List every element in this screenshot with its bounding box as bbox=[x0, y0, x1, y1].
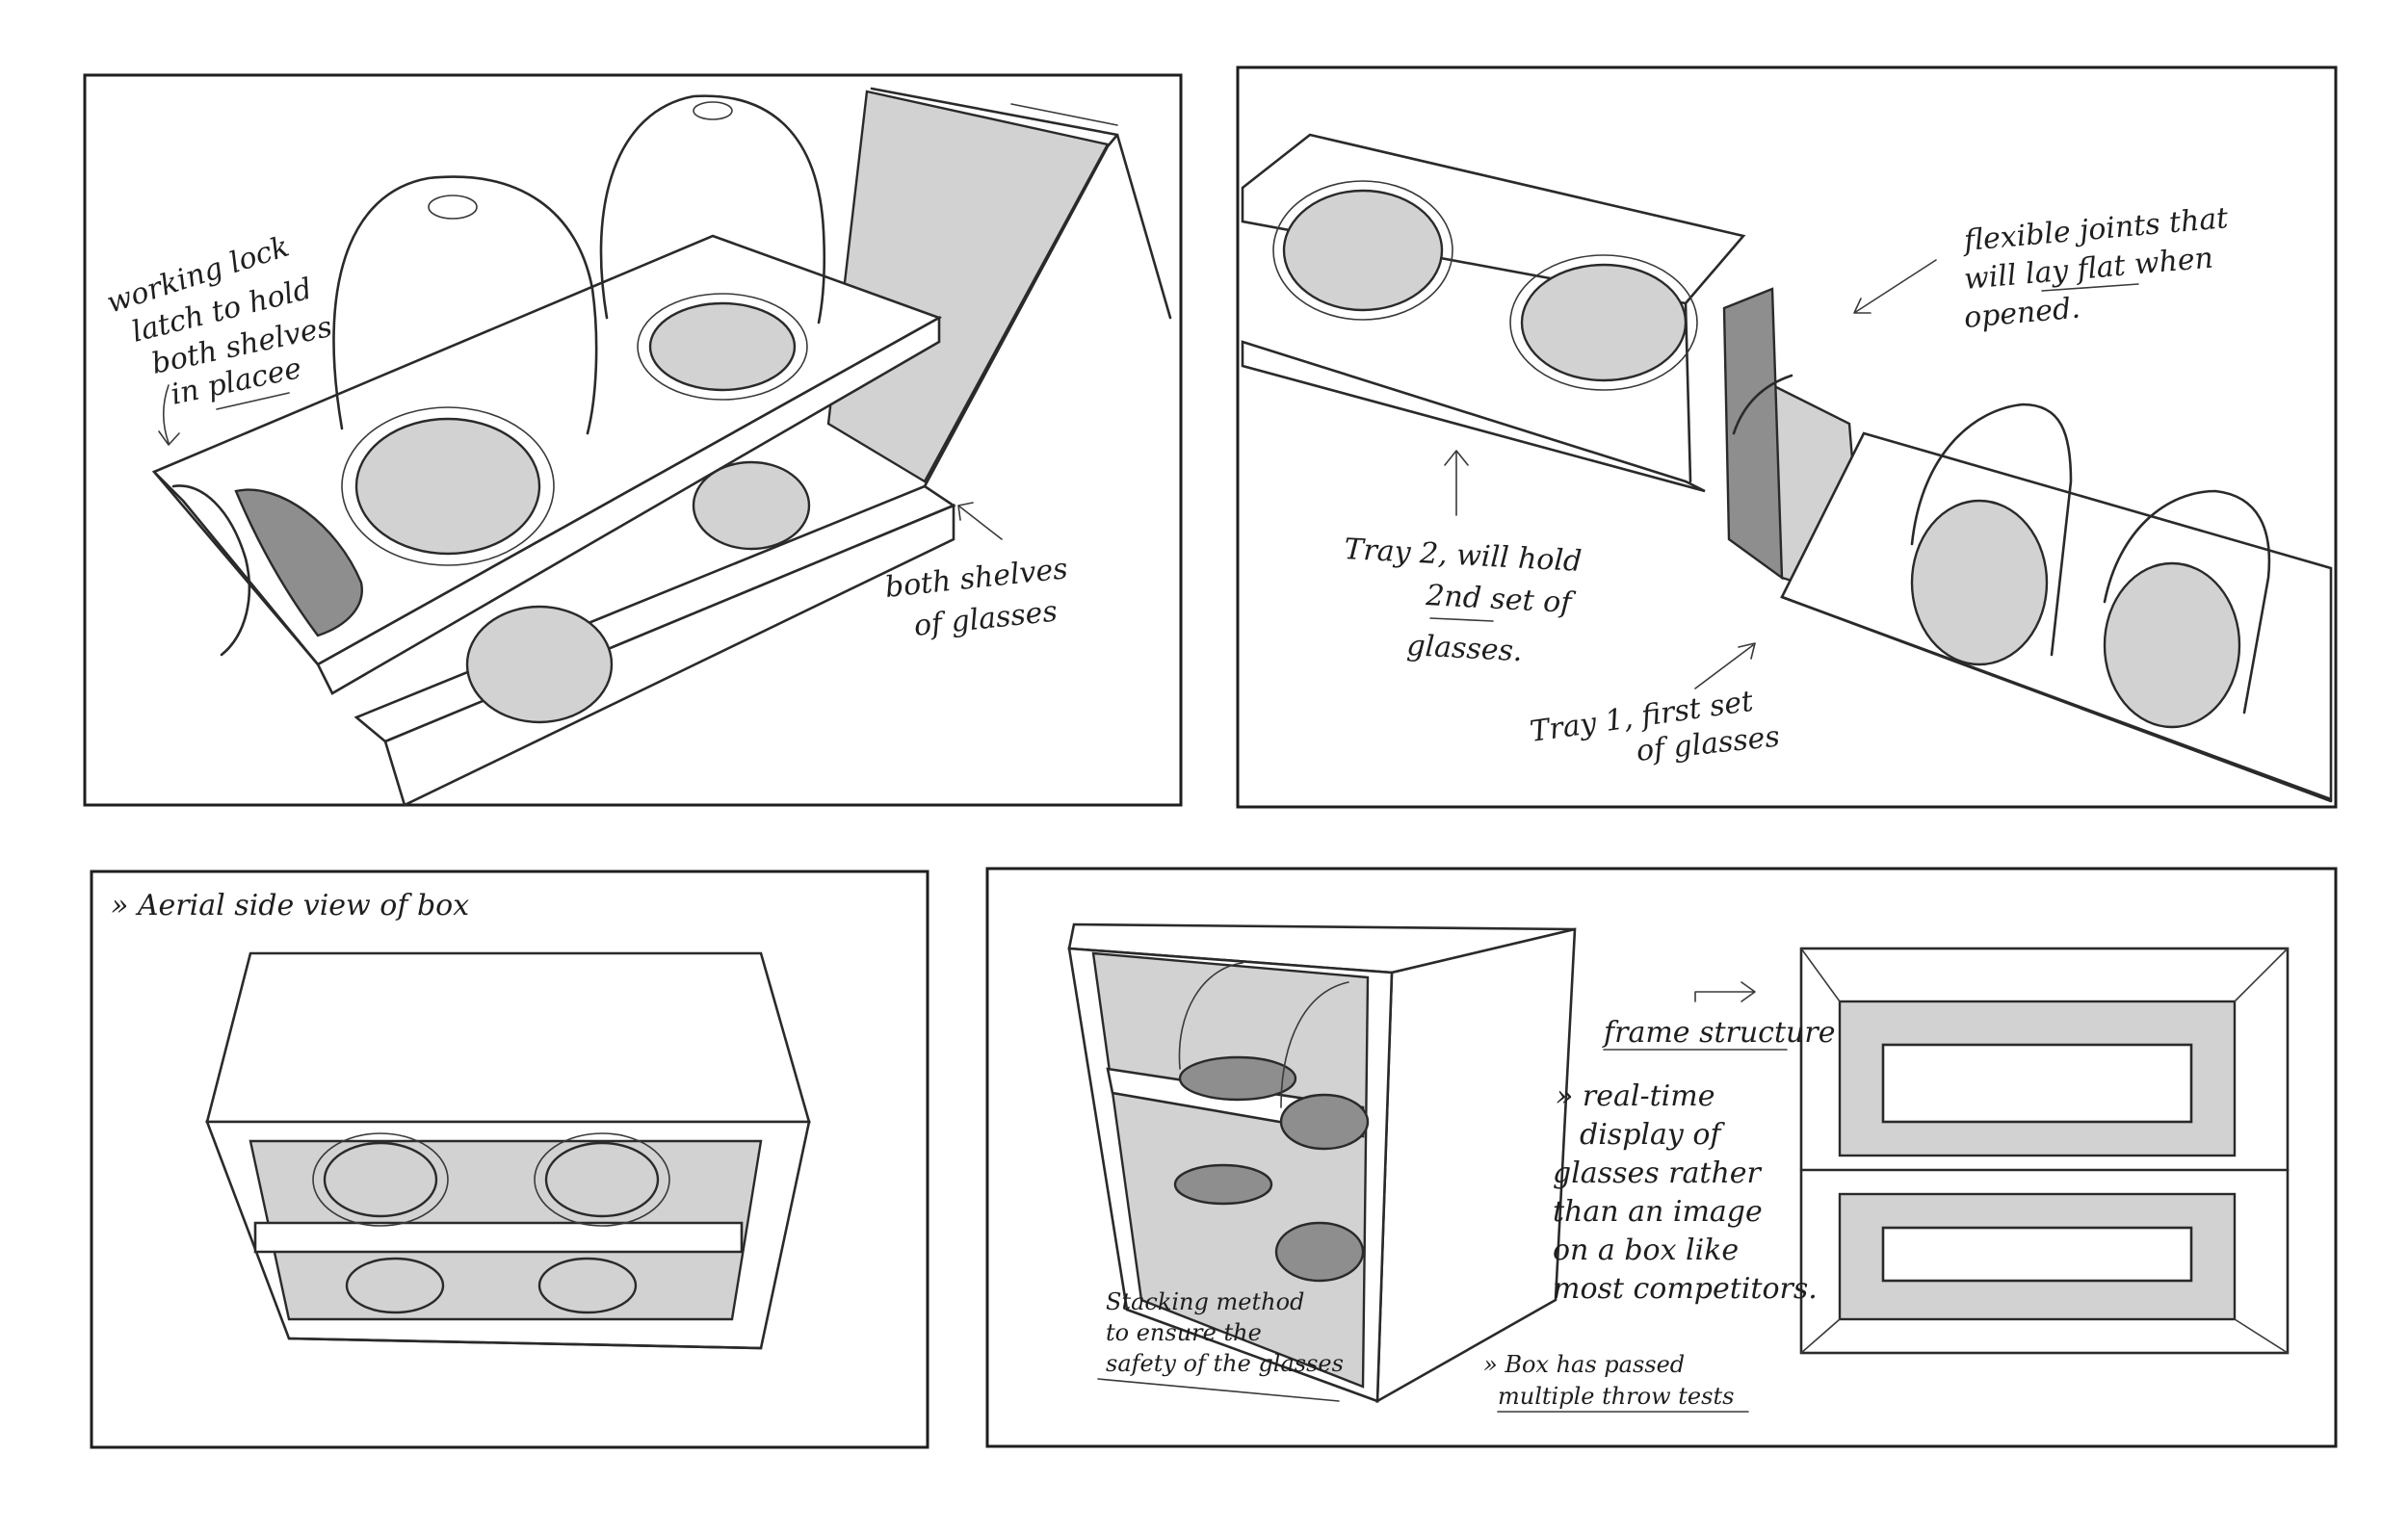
shelves-note-line2: of glasses bbox=[912, 595, 1059, 643]
tray2-note-line1: Tray 2, will hold bbox=[1344, 533, 1584, 579]
tray-2 bbox=[1241, 133, 1746, 493]
lower-tray bbox=[353, 460, 956, 807]
throw-test-note: » Box has passed multiple throw tests bbox=[1483, 1351, 1749, 1413]
throw-note-line2: multiple throw tests bbox=[1498, 1383, 1734, 1410]
stacking-note-line3: safety of the glasses bbox=[1106, 1350, 1344, 1377]
frame-structure bbox=[1799, 947, 2290, 1355]
stacking-note-line2: to ensure the bbox=[1106, 1319, 1262, 1346]
frame-structure-note: frame structure bbox=[1602, 981, 1835, 1051]
latch-note: working lock latch to hold both shelves … bbox=[103, 230, 335, 446]
open-lid bbox=[826, 87, 1172, 488]
throw-note-line1: » Box has passed bbox=[1483, 1351, 1685, 1378]
display-note-line5: on a box like bbox=[1553, 1234, 1739, 1267]
upper-tray bbox=[151, 234, 943, 695]
display-note-line3: glasses rather bbox=[1553, 1156, 1763, 1190]
display-note-line4: than an image bbox=[1553, 1195, 1763, 1229]
stacking-note: Stacking method to ensure the safety of … bbox=[1097, 1288, 1344, 1402]
joints-note-line3: opened. bbox=[1963, 292, 2081, 335]
panel-box-and-frame: frame structure » real-time display of g… bbox=[985, 867, 2338, 1448]
panel-unfolded-trays: flexible joints that will lay flat when … bbox=[1236, 65, 2338, 809]
display-box bbox=[1067, 922, 1577, 1404]
display-note-line2: display of bbox=[1580, 1118, 1725, 1152]
tray-1 bbox=[1780, 403, 2333, 803]
lock-latch bbox=[171, 484, 363, 657]
aerial-note: » Aerial side view of box bbox=[111, 889, 469, 922]
display-note-line1: » real-time bbox=[1556, 1079, 1714, 1113]
panel-opened-box-perspective: working lock latch to hold both shelves … bbox=[83, 73, 1183, 807]
glass-cups bbox=[332, 94, 826, 435]
display-note-line6: most competitors. bbox=[1553, 1272, 1818, 1306]
stacking-note-line1: Stacking method bbox=[1106, 1288, 1304, 1315]
display-note: » real-time display of glasses rather th… bbox=[1553, 1079, 1818, 1306]
tray2-note-line3: glasses. bbox=[1406, 629, 1524, 668]
box-aerial bbox=[205, 951, 811, 1350]
joints-note: flexible joints that will lay flat when … bbox=[1853, 201, 2231, 335]
frame-structure-label: frame structure bbox=[1602, 1016, 1835, 1050]
tray2-note: Tray 2, will hold 2nd set of glasses. bbox=[1344, 450, 1584, 668]
panel-aerial-side-view: » Aerial side view of box bbox=[90, 870, 929, 1449]
tray1-note: Tray 1, first set of glasses bbox=[1528, 642, 1781, 768]
tray2-note-line2: 2nd set of bbox=[1425, 579, 1578, 620]
